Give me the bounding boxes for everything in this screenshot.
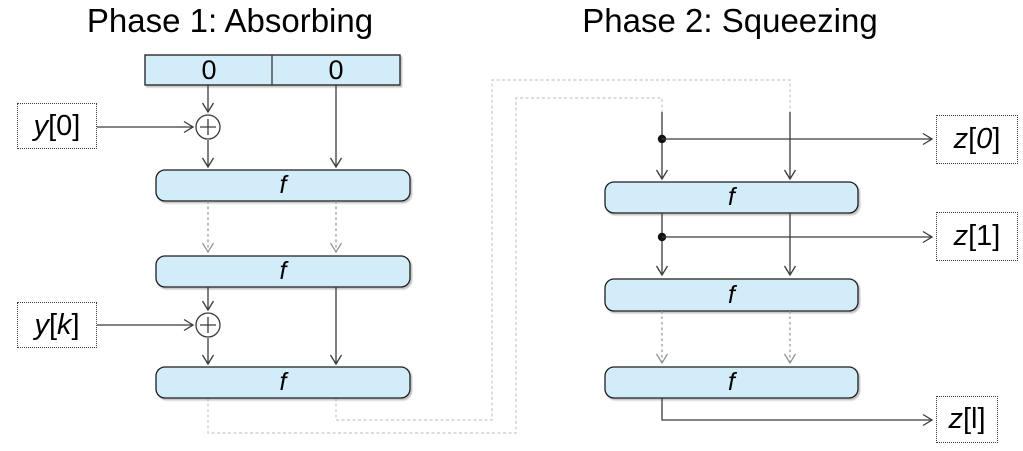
f-box-absorb-3 [155, 366, 411, 399]
xor-icon [195, 114, 221, 140]
output-label-z0: z[0] [936, 115, 1018, 164]
f-label: f [279, 368, 287, 396]
input-label-yk: y[k] [17, 302, 97, 348]
phase1-title: Phase 1: Absorbing [86, 2, 374, 39]
f-label: f [728, 281, 735, 309]
phase2-group [604, 112, 934, 427]
f-box-squeeze-2 [604, 278, 859, 312]
xor-icon [195, 312, 221, 338]
f-box-squeeze-1 [604, 181, 859, 214]
initial-state-cell-1: 0 [328, 55, 344, 85]
arrow-to-zl [661, 398, 934, 427]
f-box-squeeze-3 [604, 366, 859, 399]
phase2-title: Phase 2: Squeezing [582, 2, 878, 39]
initial-state-cell-0: 0 [201, 55, 217, 85]
input-label-y0: y[0] [17, 103, 97, 149]
f-label: f [728, 183, 735, 211]
output-label-zl: z[l] [936, 396, 998, 443]
f-box-absorb-1 [155, 169, 411, 202]
f-box-absorb-2 [155, 255, 411, 288]
output-label-z1: z[1] [936, 212, 1018, 261]
f-label: f [279, 171, 287, 199]
routing-line-rate [207, 97, 663, 434]
f-label: f [279, 257, 287, 285]
routing-line-capacity [335, 79, 791, 421]
f-label: f [728, 368, 735, 396]
phase1-group [97, 54, 411, 399]
